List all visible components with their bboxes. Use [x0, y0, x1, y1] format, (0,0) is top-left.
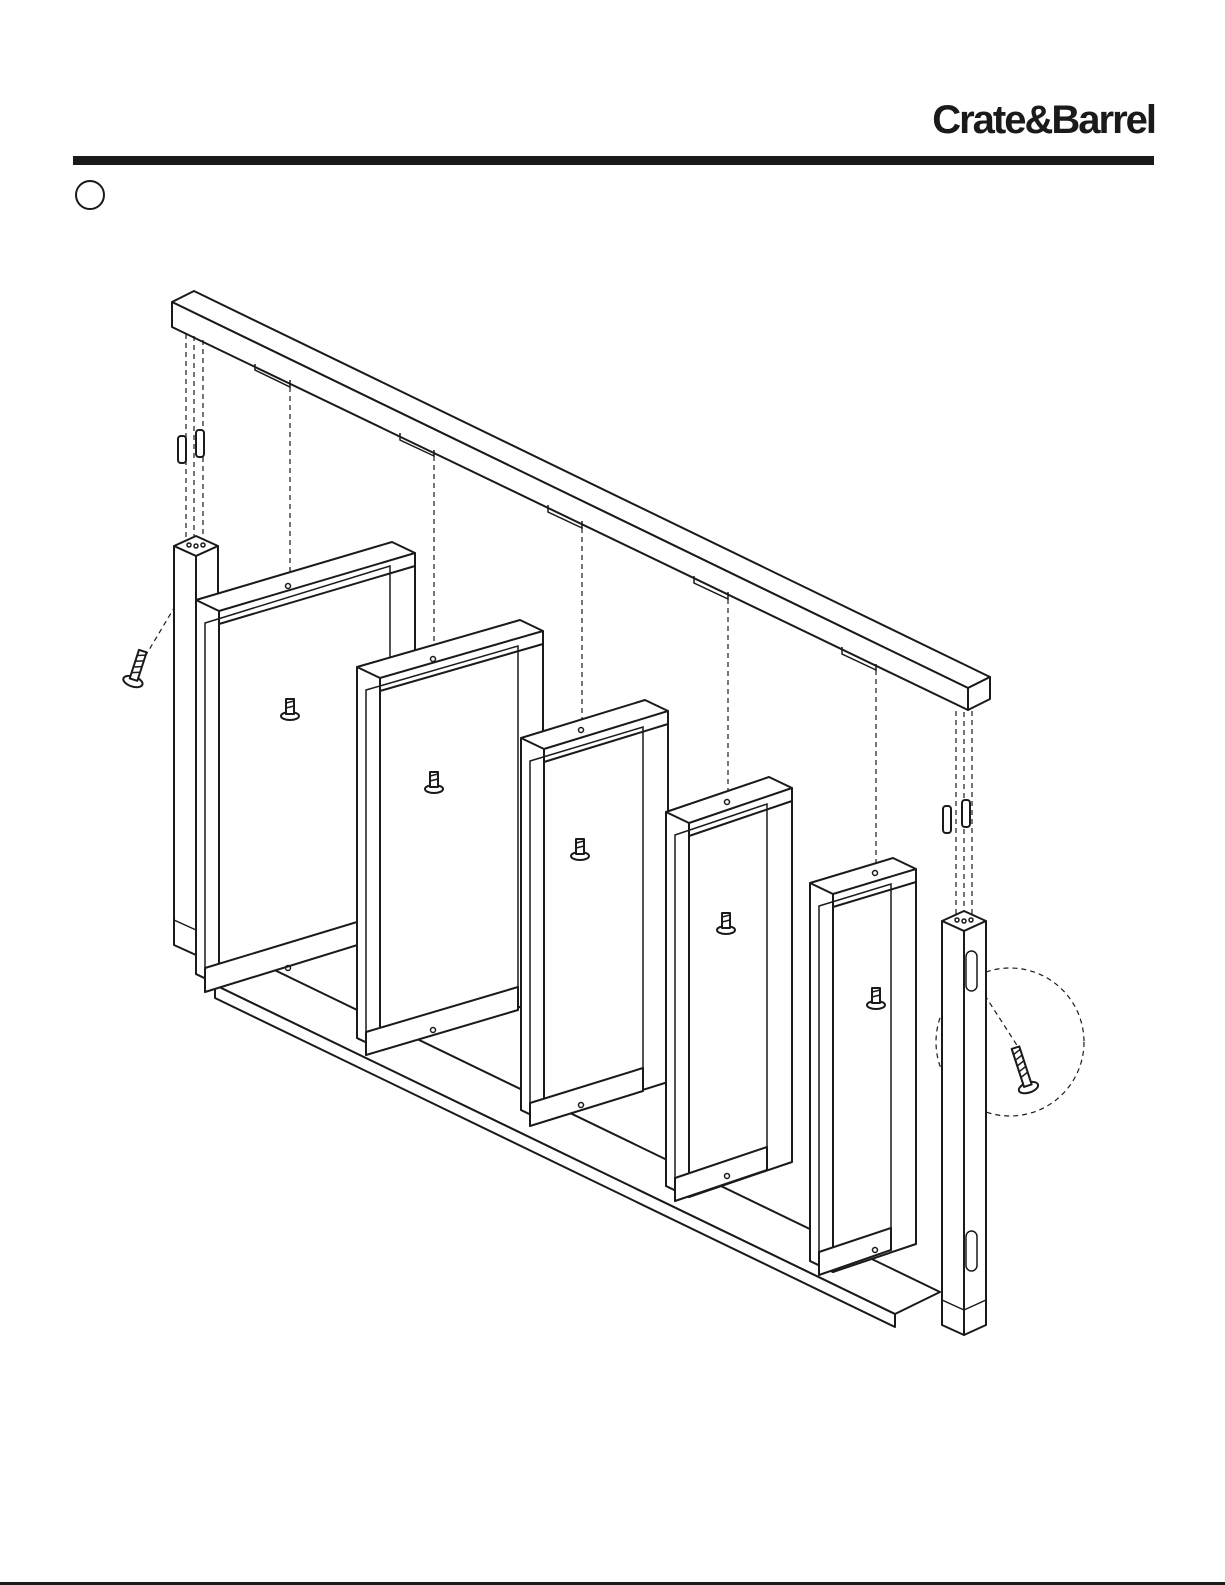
frame-5: [810, 858, 916, 1275]
dowel-left: [178, 430, 204, 463]
frame-4: [666, 777, 792, 1201]
frame-3: [521, 700, 668, 1126]
screw-right-leg: [1006, 1045, 1040, 1096]
frame-2: [357, 620, 543, 1055]
right-leg: [942, 911, 986, 1335]
screw-left-leg: [122, 648, 152, 689]
